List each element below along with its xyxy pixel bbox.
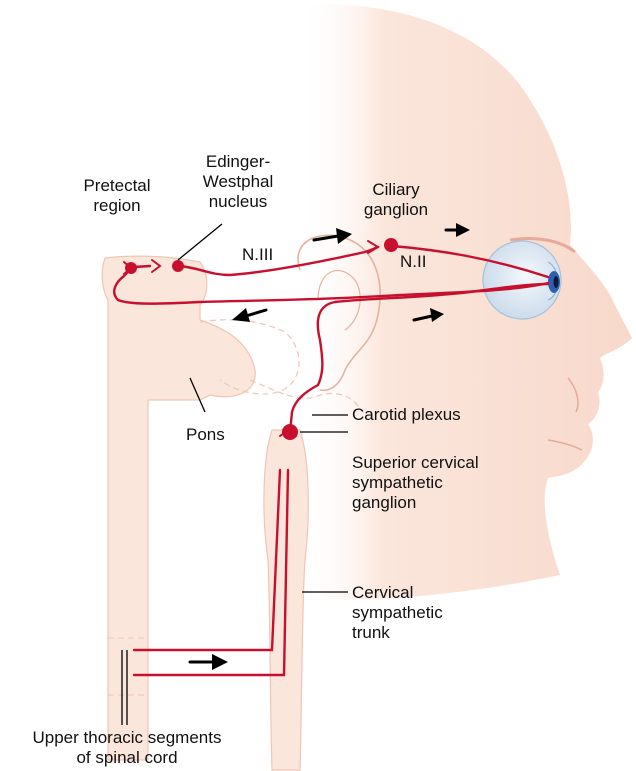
label-upper-line1: Upper thoracic segments <box>2 728 252 748</box>
label-upper-thoracic-segments: Upper thoracic segments of spinal cord <box>2 728 252 768</box>
pupil <box>554 276 559 288</box>
superior-cervical-ganglion-neuron <box>282 424 298 440</box>
label-pretectal-line1: Pretectal <box>72 176 162 196</box>
ciliary-ganglion-neuron <box>384 238 398 252</box>
sympathetic-preganglionic-upper <box>134 470 280 650</box>
label-superior-cervical-ganglion: Superior cervical sympathetic ganglion <box>352 453 479 513</box>
leader-ew <box>178 224 222 260</box>
label-superior-line3: ganglion <box>352 493 479 513</box>
label-cervical-sympathetic-trunk: Cervical sympathetic trunk <box>352 583 443 643</box>
brainstem <box>102 256 255 760</box>
label-cervical-line3: trunk <box>352 623 443 643</box>
arrow-afferent-head <box>232 308 250 322</box>
label-carotid-plexus: Carotid plexus <box>352 405 461 425</box>
arrow-spinal-head <box>212 654 228 670</box>
label-edinger-line1: Edinger- <box>188 152 288 172</box>
label-superior-line1: Superior cervical <box>352 453 479 473</box>
label-n3: N.III <box>242 245 273 265</box>
label-edinger-line3: nucleus <box>188 192 288 212</box>
label-edinger-line2: Westphal <box>188 172 288 192</box>
label-superior-line2: sympathetic <box>352 473 479 493</box>
label-edinger-westphal: Edinger- Westphal nucleus <box>188 152 288 212</box>
ew-neuron <box>172 260 184 272</box>
label-pretectal-region: Pretectal region <box>72 176 162 216</box>
label-ciliary-ganglion: Ciliary ganglion <box>352 180 440 220</box>
label-upper-line2: of spinal cord <box>2 748 252 768</box>
label-ciliary-line2: ganglion <box>352 200 440 220</box>
label-ciliary-line1: Ciliary <box>352 180 440 200</box>
label-pretectal-line2: region <box>72 196 162 216</box>
label-cervical-line1: Cervical <box>352 583 443 603</box>
label-cervical-line2: sympathetic <box>352 603 443 623</box>
arrow-afferent-shaft <box>246 310 266 316</box>
label-pons: Pons <box>186 425 225 445</box>
pretectal-neuron <box>125 262 137 274</box>
label-n2: N.II <box>400 252 426 272</box>
